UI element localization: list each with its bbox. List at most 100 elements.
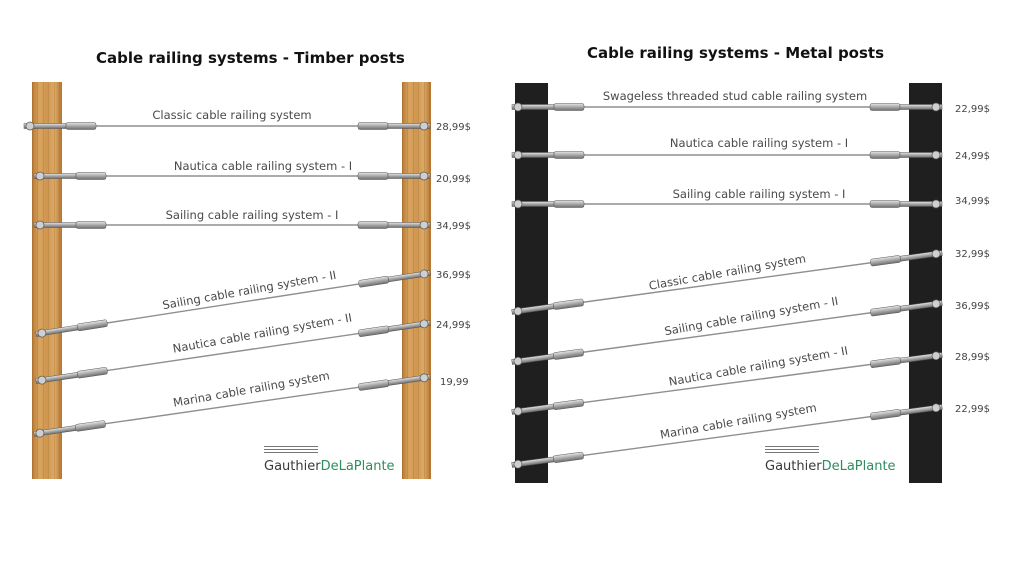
- cable-assembly: [35, 319, 431, 385]
- cable-wire: [511, 252, 943, 313]
- cable-label: Nautica cable railing system - II: [172, 310, 353, 355]
- cable-wire: [511, 302, 943, 363]
- swage-fitting: [358, 325, 389, 337]
- swage-fitting: [77, 367, 108, 379]
- cable-label: Classic cable railing system: [648, 251, 807, 292]
- end-nut: [931, 102, 941, 112]
- threaded-stud: [899, 201, 943, 207]
- cable-label: Sailing cable railing system - II: [663, 294, 839, 338]
- price-label: 36,99$: [436, 270, 471, 281]
- cable-assembly: [33, 220, 431, 230]
- end-nut: [513, 102, 523, 112]
- end-nut: [37, 328, 47, 338]
- price-label: 34,99$: [436, 221, 471, 232]
- price-label: 22,99$: [955, 404, 990, 415]
- end-nut: [931, 150, 941, 160]
- price-label: 28,99$: [436, 122, 471, 133]
- cable-label: Marina cable railing system: [659, 400, 818, 441]
- end-nut: [931, 199, 941, 209]
- end-nut: [37, 375, 47, 385]
- swage-fitting: [870, 409, 901, 421]
- swage-fitting: [870, 305, 901, 317]
- threaded-stud: [899, 152, 943, 158]
- end-nut: [931, 403, 941, 413]
- price-label: 20,99$: [436, 174, 471, 185]
- end-nut: [419, 121, 429, 131]
- swage-fitting: [553, 200, 585, 208]
- end-nut: [419, 373, 429, 383]
- timber-panel-title: Cable railing systems - Timber posts: [96, 49, 405, 67]
- end-nut: [513, 150, 523, 160]
- timber-post-left: [32, 82, 62, 479]
- cable-assembly: [511, 249, 943, 316]
- swage-fitting: [553, 103, 585, 111]
- cable-label: Sailing cable railing system - I: [673, 187, 846, 201]
- swage-fitting: [75, 172, 107, 180]
- cable-label: Sailing cable railing system - II: [161, 268, 337, 312]
- end-nut: [931, 249, 941, 259]
- end-nut: [931, 299, 941, 309]
- end-nut: [513, 459, 523, 469]
- end-nut: [931, 351, 941, 361]
- swage-fitting: [357, 122, 389, 130]
- swage-fitting: [553, 451, 584, 463]
- end-nut: [419, 269, 429, 279]
- cable-label: Marina cable railing system: [172, 368, 331, 409]
- cable-label: Nautica cable railing system - II: [668, 343, 849, 388]
- cable-wire: [511, 354, 943, 413]
- swage-fitting: [357, 172, 389, 180]
- end-nut: [419, 220, 429, 230]
- swage-fitting: [358, 379, 389, 391]
- cable-wire: [511, 406, 943, 466]
- swage-fitting: [870, 357, 901, 368]
- metal-post-right: [909, 83, 942, 483]
- logo-word-delaplante: DeLaPlante: [821, 459, 896, 474]
- cable-assembly: [511, 403, 943, 469]
- end-nut: [35, 171, 45, 181]
- swage-fitting: [870, 255, 901, 267]
- swage-fitting: [75, 221, 107, 229]
- logo-lines-icon: [765, 446, 819, 456]
- threaded-stud: [387, 123, 431, 129]
- cable-assembly: [511, 102, 943, 112]
- metal-post-left: [515, 83, 548, 483]
- price-label: 24,99$: [436, 320, 471, 331]
- price-label: 22,99$: [955, 104, 990, 115]
- cable-assembly: [511, 299, 943, 366]
- price-label: 32,99$: [955, 249, 990, 260]
- cable-assembly: [511, 351, 943, 416]
- logo-lines-icon: [264, 446, 318, 456]
- logo-word-gauthier: Gauthier: [264, 459, 321, 474]
- swage-fitting: [77, 319, 108, 332]
- cable-label: Classic cable railing system: [152, 108, 311, 122]
- swage-fitting: [553, 151, 585, 159]
- cable-label: Nautica cable railing system - I: [670, 136, 848, 150]
- end-nut: [513, 406, 523, 416]
- cable-assembly: [23, 121, 431, 131]
- cable-label: Nautica cable railing system - I: [174, 159, 352, 173]
- swage-fitting: [869, 151, 901, 159]
- cable-label: Sailing cable railing system - I: [166, 208, 339, 222]
- end-nut: [513, 306, 523, 316]
- cable-assembly: [511, 199, 943, 209]
- brand-logo: GauthierDeLaPlante: [264, 446, 395, 476]
- price-label: 36,99$: [955, 301, 990, 312]
- end-nut: [513, 199, 523, 209]
- threaded-stud: [387, 222, 431, 228]
- threaded-stud: [387, 173, 431, 179]
- end-nut: [419, 319, 429, 329]
- swage-fitting: [358, 275, 389, 288]
- price-label: 19,99: [440, 377, 469, 388]
- swage-fitting: [553, 399, 584, 410]
- swage-fitting: [553, 348, 584, 360]
- price-label: 28,99$: [955, 352, 990, 363]
- cable-assembly: [33, 373, 431, 438]
- end-nut: [25, 121, 35, 131]
- price-label: 24,99$: [955, 151, 990, 162]
- metal-panel-title: Cable railing systems - Metal posts: [587, 44, 885, 62]
- swage-fitting: [869, 103, 901, 111]
- end-nut: [513, 356, 523, 366]
- swage-fitting: [553, 298, 584, 310]
- timber-post-right: [402, 82, 431, 479]
